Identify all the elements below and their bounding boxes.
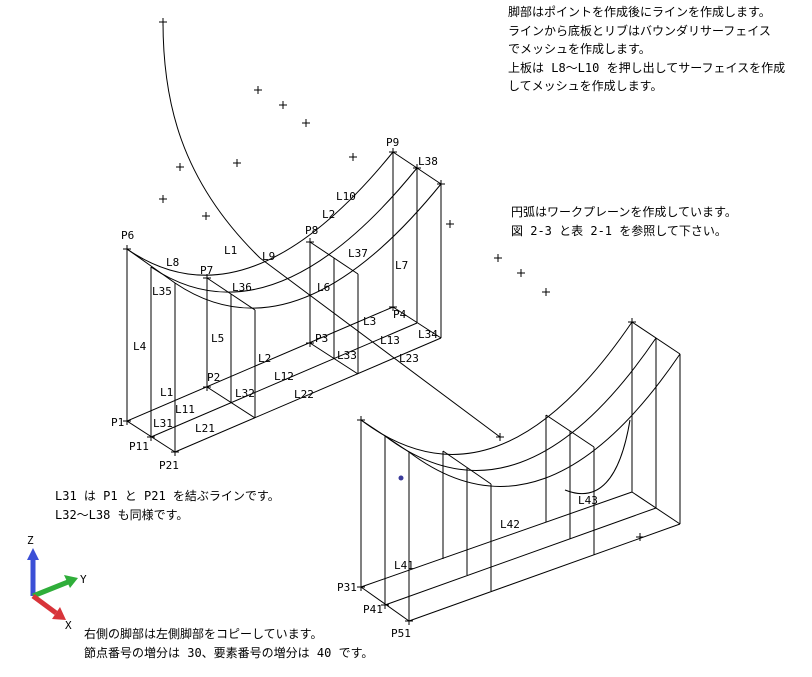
label-P1: P1	[111, 416, 124, 429]
label-L10: L10	[336, 190, 356, 203]
note-line: 上板は L8～L10 を押し出してサーフェイスを作成	[508, 60, 786, 75]
label-L41: L41	[394, 559, 414, 572]
line-L42	[384, 507, 657, 606]
label-P51: P51	[391, 627, 411, 640]
label-L21: L21	[195, 422, 215, 435]
label-L5: L5	[211, 332, 224, 345]
axis-triad: Z Y X	[27, 534, 87, 632]
label-L1: L1	[224, 244, 237, 257]
blue-dot	[398, 475, 404, 481]
axis-label-y: Y	[80, 573, 87, 586]
label-P31: P31	[337, 581, 357, 594]
label-P4: P4	[393, 308, 407, 321]
note-line: ラインから底板とリブはバウンダリサーフェイス	[508, 23, 771, 38]
note-line: 図 2-3 と表 2-1 を参照して下さい。	[511, 223, 727, 238]
label-L35: L35	[152, 285, 172, 298]
label-L2-bottom: L2	[258, 352, 271, 365]
label-L3: L3	[363, 315, 376, 328]
label-L31: L31	[153, 417, 173, 430]
arc-right	[360, 321, 633, 455]
note-mid-right: 円弧はワークプレーンを作成しています。 図 2-3 と表 2-1 を参照して下さ…	[511, 203, 737, 240]
note-line: 円弧はワークプレーンを作成しています。	[511, 205, 737, 219]
diagram-labels: P1 P2 P3 P4 P6 P7 P8 P9 P11 P21 P31 P41 …	[111, 136, 598, 640]
label-L23: L23	[399, 352, 419, 365]
label-L1-bottom: L1	[160, 386, 173, 399]
construction-arc	[162, 21, 261, 259]
note-top-right: 脚部はポイントを作成後にラインを作成します。 ラインから底板とリブはバウンダリサ…	[508, 3, 785, 96]
note-line: L32～L38 も同様です。	[55, 507, 189, 522]
connector-line	[259, 257, 501, 438]
label-L36: L36	[232, 281, 252, 294]
label-L2-top: L2	[322, 208, 335, 221]
note-bottom: 右側の脚部は左側脚部をコピーしています。 節点番号の増分は 30、要素番号の増分…	[84, 625, 373, 662]
arc-L8-L10	[126, 151, 394, 276]
label-L32: L32	[235, 387, 255, 400]
label-L42: L42	[500, 518, 520, 531]
label-L22: L22	[294, 388, 314, 401]
label-L13: L13	[380, 334, 400, 347]
note-line: L31 は P1 と P21 を結ぶラインです。	[55, 489, 280, 503]
label-L6: L6	[317, 281, 330, 294]
label-P41: P41	[363, 603, 383, 616]
label-P3: P3	[315, 332, 328, 345]
label-P7: P7	[200, 264, 213, 277]
arc-L43	[564, 419, 631, 495]
label-P2: P2	[207, 371, 220, 384]
label-P21: P21	[159, 459, 179, 472]
label-L38: L38	[418, 155, 438, 168]
label-P8: P8	[305, 224, 318, 237]
label-L8: L8	[166, 256, 179, 269]
label-P11: P11	[129, 440, 149, 453]
label-L37: L37	[348, 247, 368, 260]
note-line: 右側の脚部は左側脚部をコピーしています。	[84, 627, 323, 641]
construction-points	[123, 18, 644, 625]
label-L7: L7	[395, 259, 408, 272]
note-line: でメッシュを作成します。	[508, 42, 651, 56]
note-line: 脚部はポイントを作成後にラインを作成します。	[508, 5, 771, 19]
label-L11: L11	[175, 403, 195, 416]
note-left: L31 は P1 と P21 を結ぶラインです。 L32～L38 も同様です。	[55, 487, 280, 524]
label-L9: L9	[262, 250, 275, 263]
wireframe	[126, 21, 681, 622]
label-L43: L43	[578, 494, 598, 507]
label-L33: L33	[337, 349, 357, 362]
label-L34: L34	[418, 328, 438, 341]
label-L12: L12	[274, 370, 294, 383]
line-L22	[174, 337, 442, 453]
axis-label-z: Z	[27, 534, 34, 547]
note-line: 節点番号の増分は 30、要素番号の増分は 40 です。	[84, 645, 374, 660]
note-line: してメッシュを作成します。	[508, 79, 663, 93]
label-P6: P6	[121, 229, 134, 242]
line-L1	[126, 306, 394, 422]
axis-label-x: X	[65, 619, 72, 632]
label-P9: P9	[386, 136, 399, 149]
label-L4: L4	[133, 340, 147, 353]
